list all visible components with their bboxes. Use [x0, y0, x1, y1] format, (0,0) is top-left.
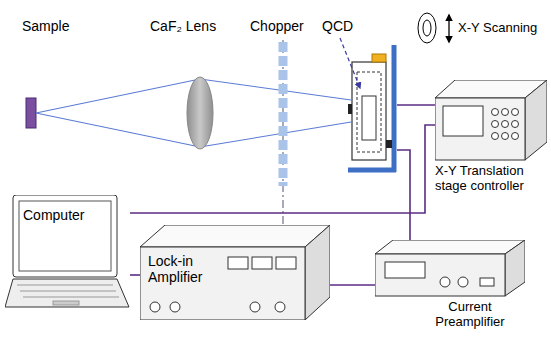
display-window: [276, 257, 296, 269]
scan-icon: [418, 13, 436, 43]
laptop-screen: [19, 201, 111, 271]
device-drawing: [375, 240, 525, 296]
part-label: CaF₂ Lens: [150, 18, 216, 34]
input-jack: [150, 302, 160, 312]
device-top: [375, 240, 525, 254]
control-button: [512, 109, 519, 116]
laptop-lid: [13, 195, 117, 277]
device-drawing: [140, 225, 330, 320]
device-drawing: [435, 80, 547, 160]
device-side: [505, 240, 525, 296]
laptop-keyboard: [5, 279, 129, 307]
detector-chip: [362, 96, 376, 140]
device-side: [305, 225, 330, 320]
control-button: [492, 133, 499, 140]
chopper-blade: [279, 42, 288, 186]
control-button: [492, 121, 499, 128]
device-front: [435, 98, 525, 160]
light-ray: [200, 122, 351, 147]
scan-icon: [423, 20, 431, 36]
detector-dewar: [357, 72, 381, 152]
cable-wire: [397, 104, 435, 106]
cable-wire: [130, 125, 435, 213]
input-jack: [440, 277, 450, 287]
part-label: QCD: [322, 18, 353, 34]
detector-connector: [386, 140, 392, 148]
part-label: Chopper: [250, 18, 304, 34]
stage-bracket: [348, 168, 396, 173]
control-switch: [480, 278, 494, 286]
control-button: [512, 133, 519, 140]
display-window: [385, 262, 425, 278]
cable-wire: [130, 274, 140, 276]
input-jack: [458, 277, 468, 287]
device-side: [525, 80, 547, 160]
detector-housing: [352, 62, 386, 160]
light-ray: [200, 79, 351, 100]
device-top: [140, 225, 330, 247]
detector-window: [348, 104, 352, 114]
display-window: [228, 257, 248, 269]
chopper-reference-line: [282, 40, 283, 225]
input-jack: [250, 302, 260, 312]
keyboard-row: [17, 285, 113, 286]
device-front: [140, 247, 305, 320]
sample-block: [26, 98, 36, 128]
display-window: [443, 106, 483, 136]
instrument-node: X-Y Translation stage controller: [435, 80, 547, 196]
instrument-node: Current Preamplifier: [375, 240, 525, 332]
input-jack: [170, 302, 180, 312]
cable-wire: [330, 284, 375, 286]
node-label: Computer: [23, 207, 108, 223]
device-drawing: [5, 195, 129, 307]
control-button: [502, 133, 509, 140]
light-ray: [36, 79, 200, 113]
part-label: X-Y Scanning: [458, 21, 537, 36]
input-jack: [275, 302, 285, 312]
part-label: Sample: [22, 18, 69, 34]
keyboard-row: [23, 297, 119, 298]
scan-arrow: [448, 15, 449, 42]
control-button: [512, 121, 519, 128]
instrument-node: Lock-in Amplifier: [140, 225, 330, 320]
control-button: [492, 109, 499, 116]
callout-arrow: [340, 38, 360, 88]
node-label: X-Y Translation stage controller: [435, 164, 547, 194]
device-front: [375, 254, 505, 296]
stage-bracket: [392, 45, 397, 172]
detector-cap: [372, 54, 386, 62]
control-button: [502, 109, 509, 116]
node-label: Current Preamplifier: [415, 300, 525, 330]
control-button: [502, 121, 509, 128]
keyboard-row: [20, 291, 116, 292]
display-window: [252, 257, 272, 269]
node-label: Lock-in Amplifier: [148, 253, 220, 285]
cable-wire: [397, 150, 410, 240]
touchpad: [53, 301, 79, 305]
lens-symbol: [187, 77, 213, 149]
light-ray: [36, 113, 200, 147]
computer-node: Computer: [5, 195, 130, 310]
